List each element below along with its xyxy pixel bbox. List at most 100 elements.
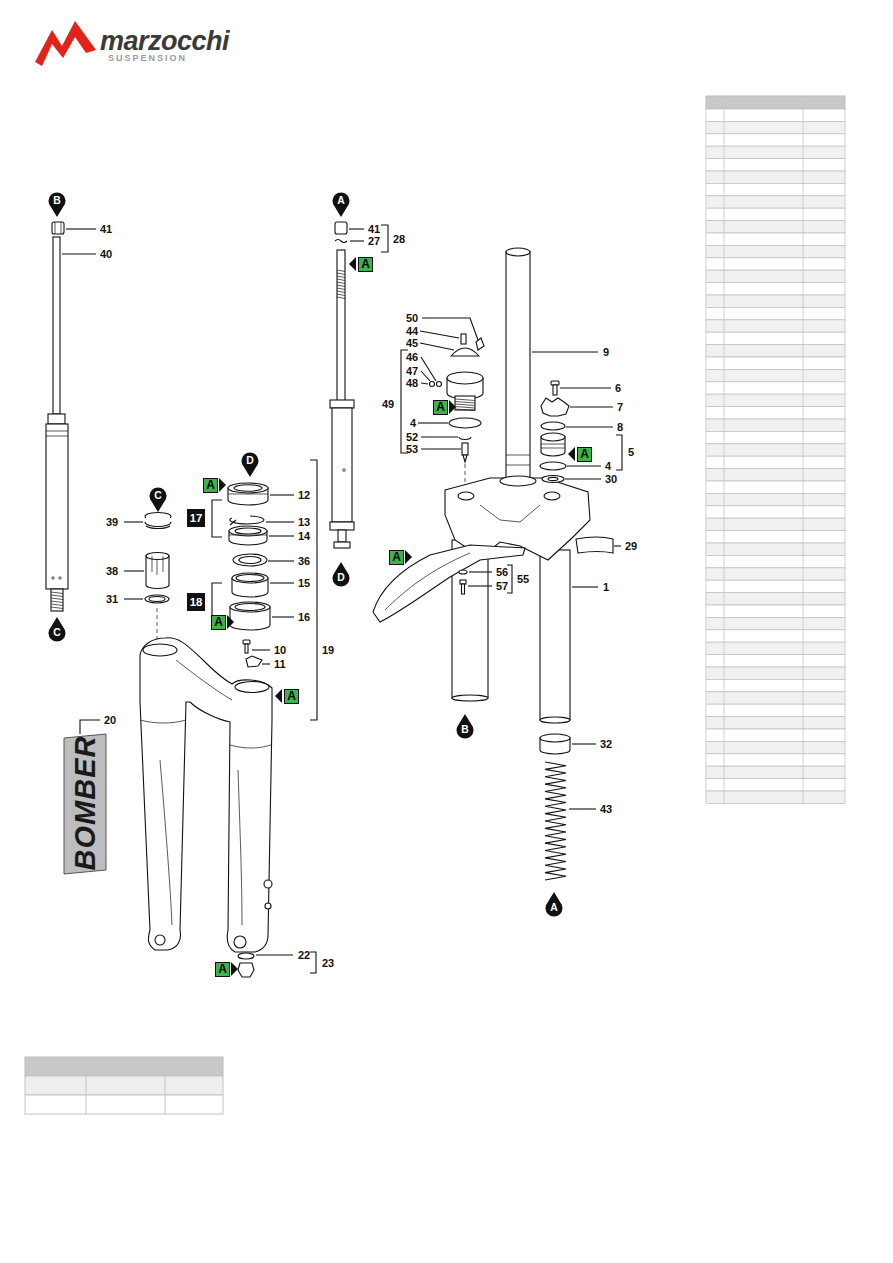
cartridge-part — [381, 225, 388, 252]
spring-parts-part — [569, 808, 596, 809]
marker-letter: D — [332, 569, 350, 586]
top-out-parts-part — [124, 598, 143, 599]
seal-stack-part — [310, 460, 317, 720]
parts-table-part — [706, 779, 845, 791]
lower-legs-part — [235, 682, 269, 693]
callout-number: 32 — [600, 738, 612, 751]
view-pin-marker: A — [332, 192, 350, 218]
parts-table-part — [706, 357, 845, 369]
seal-stack — [212, 460, 317, 720]
callout-number: 1 — [603, 581, 609, 594]
parts-table-part — [706, 729, 845, 741]
top-cap-part — [437, 382, 442, 387]
parts-table-part — [706, 159, 845, 171]
top-cap-part — [451, 348, 479, 356]
crown-steerer-part — [576, 537, 613, 553]
top-cap-part — [420, 343, 454, 350]
foot-plug-part — [238, 953, 254, 959]
right-cap-part — [541, 422, 565, 430]
seal-stack-part — [269, 535, 294, 536]
cartridge-part — [337, 270, 345, 299]
view-pin-marker: D — [241, 452, 259, 478]
top-out-parts-part — [145, 522, 171, 527]
callout-number: 47 — [406, 365, 418, 378]
parts-table-part — [706, 593, 845, 605]
top-cap-part — [462, 443, 468, 455]
seal-stack-part — [270, 494, 294, 495]
seal-stack-part — [268, 560, 294, 561]
damper-rod-part — [59, 577, 61, 579]
fender-part — [462, 584, 465, 594]
callout-number: 11 — [274, 658, 286, 671]
top-out-parts-part — [145, 512, 171, 518]
callout-number: 9 — [603, 346, 609, 359]
parts-table-part — [706, 332, 845, 344]
seal-stack-part — [275, 689, 282, 703]
parts-table-part — [706, 754, 845, 766]
cartridge-part — [350, 240, 364, 241]
decal-text: BOMBER — [69, 736, 101, 871]
damper-rod-part — [55, 222, 56, 234]
fender-part — [469, 571, 492, 572]
callout-number: 46 — [406, 351, 418, 364]
damper-rod-part-part — [51, 607, 63, 609]
parts-table-part — [706, 431, 845, 443]
parts-table-part — [706, 208, 845, 220]
brand-logo-mark-part — [35, 21, 96, 66]
callout-number: 4 — [605, 460, 611, 473]
brand-logo-mark — [35, 21, 96, 66]
top-out-parts-part — [124, 570, 144, 571]
damper-rod-part-part — [51, 595, 63, 597]
cartridge-part-part — [337, 282, 345, 284]
top-cap-part — [476, 338, 484, 350]
cartridge-part — [330, 400, 354, 408]
right-cap-part — [553, 385, 557, 395]
top-out-parts-part — [157, 608, 158, 640]
parts-table-part — [706, 171, 845, 183]
top-out-parts-part — [145, 595, 169, 603]
callout-number: 30 — [605, 473, 617, 486]
fender-part — [373, 545, 525, 622]
callout-number: 57 — [496, 580, 508, 593]
top-out-parts — [124, 512, 171, 640]
right-cap-part — [541, 448, 565, 449]
crown-steerer-part — [506, 252, 530, 484]
marker-letter: 18 — [187, 593, 205, 611]
right-cap-part — [616, 435, 622, 470]
damper-rod-part — [52, 577, 54, 579]
cartridge-part-part — [337, 273, 345, 275]
callout-number: 29 — [625, 540, 637, 553]
marker-letter: A — [434, 401, 447, 414]
parts-table-part — [706, 456, 845, 468]
top-out-parts-part — [124, 521, 143, 522]
damper-rod-part — [51, 589, 63, 611]
lube-marker: A — [203, 478, 218, 493]
parts-table-part — [706, 183, 845, 195]
lube-marker: A — [433, 400, 448, 415]
right-cap-part — [541, 398, 569, 416]
marker-letter: A — [578, 448, 591, 461]
parts-table-part — [706, 741, 845, 753]
lube-marker: A — [211, 615, 226, 630]
crown-steerer-part — [540, 717, 570, 723]
parts-table-part — [706, 605, 845, 617]
view-pin-marker: D — [332, 561, 350, 587]
parts-table — [25, 96, 845, 1114]
parts-table-part — [706, 233, 845, 245]
parts-table-part — [706, 692, 845, 704]
spring-parts-part — [572, 743, 596, 744]
lube-marker: A — [284, 689, 299, 704]
cartridge-part — [332, 408, 352, 522]
lower-legs-part — [265, 903, 271, 909]
damper-rod-part-part — [51, 598, 63, 600]
right-cap-part — [568, 447, 575, 461]
seal-stack-part — [230, 602, 270, 612]
cartridge-part — [349, 257, 356, 271]
spring-parts — [540, 734, 596, 880]
marker-letter: A — [204, 479, 217, 492]
top-cap-part-part — [455, 402, 475, 404]
group-number-box: 17 — [187, 509, 205, 527]
callout-number: 8 — [617, 421, 623, 434]
top-out-parts-part — [146, 553, 169, 560]
callout-number: 50 — [406, 312, 418, 325]
